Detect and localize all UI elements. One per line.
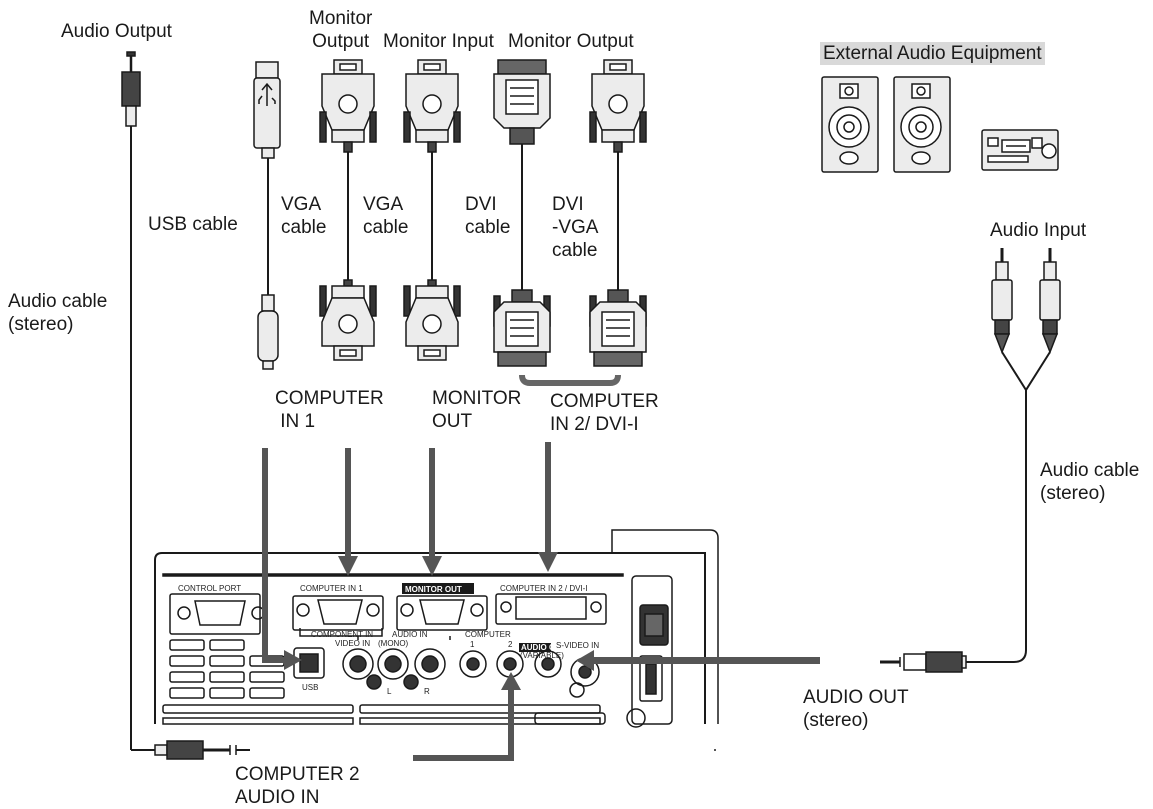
label-audio-cable-left: Audio cable (stereo) (8, 291, 108, 335)
label-monitor-output-2: Monitor Output (508, 31, 634, 52)
panel-component-in: COMPONENT IN (311, 630, 373, 639)
vga-connector-bottom-2 (403, 279, 461, 361)
panel-video-in: VIDEO IN (335, 639, 370, 648)
vga-connector-top-2 (403, 59, 461, 280)
label-dvi-vga-cable: DVI -VGA cable (552, 194, 599, 261)
dvi-connector-top (493, 59, 551, 290)
vga-connector-bottom-1 (319, 279, 377, 361)
panel-mono: (MONO) (378, 639, 409, 648)
panel-computer: COMPUTER (465, 630, 511, 639)
panel-control-port: CONTROL PORT (178, 584, 241, 593)
arrows (262, 442, 820, 761)
usb-cable-icon (253, 61, 281, 370)
label-computer-2-audio-in: COMPUTER 2 AUDIO IN (235, 764, 360, 808)
label-audio-out-stereo: AUDIO OUT (stereo) (803, 687, 909, 731)
label-audio-cable-right: Audio cable (stereo) (1040, 460, 1140, 504)
label-external-audio: External Audio Equipment (820, 42, 1045, 65)
panel-monitor-out: MONITOR OUT (405, 585, 462, 594)
dvi-bracket (519, 374, 621, 386)
vga-connector-top-3 (589, 59, 647, 290)
label-computer-in-1: COMPUTER IN 1 (275, 388, 384, 432)
panel-audio-in: AUDIO IN (392, 630, 428, 639)
vga-connector-top-1 (319, 59, 377, 280)
panel-r: R (424, 687, 430, 696)
panel-labels (402, 583, 551, 652)
projector-panel (154, 529, 719, 728)
panel-computer-in-2-dvi: COMPUTER IN 2 / DVI-I (500, 584, 588, 593)
label-monitor-out: MONITOR OUT (432, 388, 522, 432)
label-dvi-cable: DVI cable (465, 194, 511, 238)
panel-computer-in-1: COMPUTER IN 1 (300, 584, 363, 593)
panel-one: 1 (470, 640, 475, 649)
label-audio-input: Audio Input (990, 220, 1087, 241)
label-vga-cable-1: VGA cable (281, 194, 327, 238)
amplifier-icon (981, 129, 1059, 171)
panel-s-video-in: S-VIDEO IN (556, 641, 599, 650)
speaker-icon-left (821, 76, 879, 173)
panel-audio-out: AUDIO OUT (521, 643, 566, 652)
panel-two: 2 (508, 640, 513, 649)
label-monitor-input: Monitor Input (383, 31, 494, 52)
rca-plugs-icon (965, 248, 1061, 663)
speaker-icon-right (893, 76, 951, 173)
audio-out-plug-icon (880, 651, 967, 673)
label-vga-cable-2: VGA cable (363, 194, 409, 238)
label-audio-output: Audio Output (61, 21, 172, 42)
label-monitor-output-1: Monitor Output (309, 8, 373, 52)
audio-in-plug-icon (154, 740, 250, 760)
label-usb-cable: USB cable (148, 214, 238, 235)
label-computer-in-2: COMPUTER IN 2/ DVI-I (550, 391, 659, 435)
dvi-connector-bottom-2 (589, 289, 647, 367)
panel-variable: (VARIABLE) (520, 651, 564, 660)
panel-usb: USB (302, 683, 318, 692)
panel-l: L (387, 687, 392, 696)
dvi-connector-bottom-1 (493, 289, 551, 367)
audio-output-plug-icon (121, 51, 155, 751)
